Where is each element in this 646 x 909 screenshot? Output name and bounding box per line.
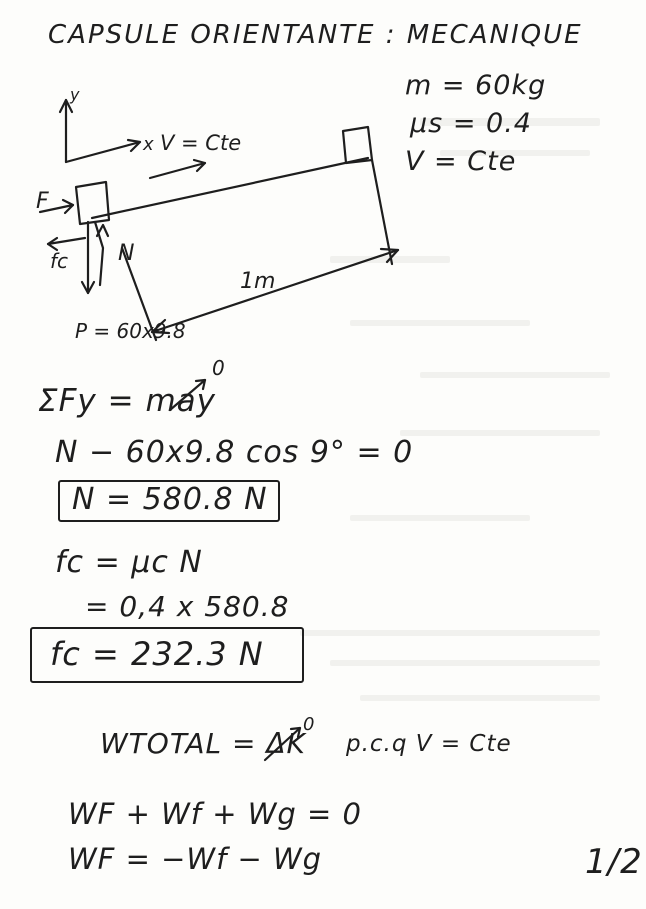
bleed-through (440, 150, 590, 156)
given-velocity: V = Cte (405, 146, 517, 177)
bleed-through (350, 515, 530, 521)
axis-y-label: y (69, 85, 80, 104)
normal-label: N (118, 241, 134, 266)
friction-label: fc (50, 249, 68, 273)
given-mass: m = 60kg (405, 70, 547, 101)
friction-result: fc = 232.3 N (50, 635, 264, 673)
work-sum-equation: WF + Wf + Wg = 0 (68, 797, 362, 831)
bleed-through (400, 430, 600, 436)
friction-arrow (46, 236, 87, 246)
dimension-line (150, 248, 400, 334)
bleed-through (300, 630, 600, 636)
friction-substitution: = 0,4 x 580.8 (85, 590, 290, 623)
friction-arrowhead (46, 236, 59, 252)
normal-arrow (93, 220, 105, 287)
block-bottom (74, 180, 111, 226)
y-axis-arrowhead (58, 98, 74, 114)
work-F-equation: WF = −Wf − Wg (68, 842, 323, 876)
force-F-label: F (36, 189, 49, 214)
normal-arrowhead (95, 223, 110, 238)
friction-result-box (30, 627, 304, 683)
friction-equation: fc = μc N (55, 545, 203, 580)
velocity-arrowhead (192, 158, 207, 173)
sum-forces-y: ΣFy = may (38, 383, 216, 419)
extension-line-bottom (120, 246, 158, 342)
incline-surface (90, 156, 370, 220)
normal-equation: N − 60x9.8 cos 9° = 0 (55, 435, 414, 470)
page-number: 1/2 (585, 842, 643, 882)
weight-arrowhead (80, 280, 96, 295)
x-axis-arrowhead (126, 138, 142, 153)
velocity-label: V = Cte (160, 131, 241, 155)
axis-x-label: x (142, 134, 154, 155)
work-total-lhs: WTOTAL = (100, 727, 267, 760)
weight-label: P = 60x9.8 (75, 319, 186, 343)
normal-result: N = 580.8 N (72, 482, 268, 517)
bleed-through (420, 372, 610, 378)
normal-result-box (58, 480, 280, 522)
velocity-arrow (148, 161, 207, 180)
work-total-zero: 0 (303, 714, 316, 735)
force-F-arrowhead (61, 198, 75, 215)
length-label: 1m (240, 269, 275, 294)
bleed-through (420, 118, 600, 126)
sum-forces-zero: 0 (212, 356, 226, 380)
work-note: p.c.q V = Cte (346, 731, 512, 757)
given-mu-s: μs = 0.4 (410, 108, 532, 139)
force-F-arrow (38, 203, 75, 214)
extension-line-top (370, 158, 394, 266)
bleed-through (330, 660, 600, 666)
bleed-through (360, 695, 600, 701)
page-title: CAPSULE ORIENTANTE : MECANIQUE (48, 20, 583, 50)
work-total-equation: WTOTAL = ΔK (100, 730, 306, 758)
x-axis (64, 140, 142, 164)
bleed-through (350, 320, 530, 326)
